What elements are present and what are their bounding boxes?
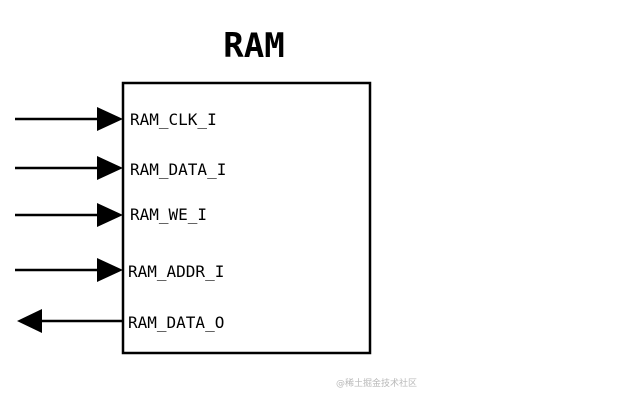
port-clk-in: RAM_CLK_I (15, 107, 217, 131)
input-arrow-icon (97, 258, 123, 282)
watermark: @稀土掘金技术社区 (336, 377, 417, 389)
port-we-in: RAM_WE_I (15, 203, 207, 227)
port-label-addr: RAM_ADDR_I (128, 262, 224, 281)
port-label-clk: RAM_CLK_I (130, 110, 217, 129)
input-arrow-icon (97, 107, 123, 131)
port-label-we: RAM_WE_I (130, 205, 207, 224)
diagram-title: RAM (223, 26, 284, 66)
input-arrow-icon (97, 203, 123, 227)
input-arrow-icon (97, 156, 123, 180)
port-data-in: RAM_DATA_I (15, 156, 226, 180)
port-data-out: RAM_DATA_O (17, 309, 224, 333)
port-label-data-in: RAM_DATA_I (130, 160, 226, 179)
port-addr-in: RAM_ADDR_I (15, 258, 224, 282)
port-label-data-out: RAM_DATA_O (128, 313, 224, 332)
ram-block (121, 81, 372, 355)
output-arrow-icon (17, 309, 42, 333)
